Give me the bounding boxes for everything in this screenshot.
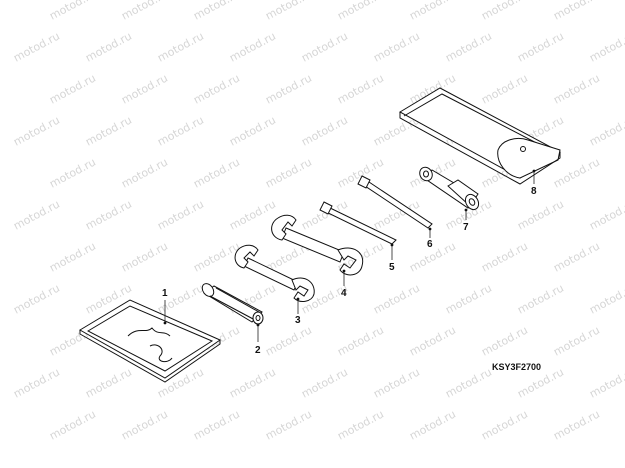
watermark-text: motod.ru xyxy=(515,197,566,232)
watermark-text: motod.ru xyxy=(119,239,170,274)
watermark-text: motod.ru xyxy=(443,365,494,400)
watermark-text: motod.ru xyxy=(47,71,98,106)
watermark-text: motod.ru xyxy=(11,29,62,64)
watermark-text: motod.ru xyxy=(335,323,386,358)
part-5-screwdriver[interactable] xyxy=(319,201,397,260)
watermark-text: motod.ru xyxy=(551,71,602,106)
watermark-text: motod.ru xyxy=(191,71,242,106)
part-2-handle[interactable] xyxy=(200,281,264,342)
watermark-text: motod.ru xyxy=(83,365,134,400)
watermark-text: motod.ru xyxy=(479,239,530,274)
watermark-text: motod.ru xyxy=(371,365,422,400)
watermark-text: motod.ru xyxy=(263,323,314,358)
watermark-text: motod.ru xyxy=(119,71,170,106)
watermark-text: motod.ru xyxy=(47,407,98,442)
watermark-text: motod.ru xyxy=(371,29,422,64)
watermark-text: motod.ru xyxy=(551,155,602,190)
watermark-text: motod.ru xyxy=(407,323,458,358)
watermark-text: motod.ru xyxy=(551,407,602,442)
watermark-text: motod.ru xyxy=(11,365,62,400)
watermark-text: motod.ru xyxy=(515,281,566,316)
diagram-code: KSY3F2700 xyxy=(492,362,541,372)
watermark-text: motod.ru xyxy=(299,365,350,400)
watermark-text: motod.ru xyxy=(299,113,350,148)
watermark-text: motod.ru xyxy=(443,29,494,64)
watermark-text: motod.ru xyxy=(119,0,170,23)
watermark-text: motod.ru xyxy=(407,239,458,274)
part-number-6: 6 xyxy=(427,239,433,250)
part-7-plug-socket[interactable] xyxy=(417,165,481,220)
watermark-text: motod.ru xyxy=(479,71,530,106)
watermark-text: motod.ru xyxy=(83,113,134,148)
part-number-3: 3 xyxy=(295,315,301,326)
watermark-text: motod.ru xyxy=(47,239,98,274)
part-4-wrench-large[interactable] xyxy=(271,214,364,286)
watermark-text: motod.ru xyxy=(371,281,422,316)
watermark-text: motod.ru xyxy=(551,0,602,23)
watermark-text: motod.ru xyxy=(335,407,386,442)
watermark-text: motod.ru xyxy=(11,197,62,232)
watermark-text: motod.ru xyxy=(263,407,314,442)
watermark-text: motod.ru xyxy=(479,407,530,442)
watermark-text: motod.ru xyxy=(83,29,134,64)
watermark-text: motod.ru xyxy=(11,281,62,316)
part-6-driver-bar[interactable] xyxy=(357,175,433,238)
watermark-text: motod.ru xyxy=(11,113,62,148)
watermark-text: motod.ru xyxy=(407,0,458,23)
watermark-text: motod.ru xyxy=(191,239,242,274)
watermark-text: motod.ru xyxy=(191,0,242,23)
watermark-text: motod.ru xyxy=(47,0,98,23)
part-1-tool-bag[interactable] xyxy=(79,299,222,383)
watermark-text: motod.ru xyxy=(47,155,98,190)
part-3-wrench-small[interactable] xyxy=(234,244,315,314)
part-number-1: 1 xyxy=(162,288,168,299)
watermark-text: motod.ru xyxy=(407,407,458,442)
part-8-tool-pouch[interactable] xyxy=(398,87,561,185)
watermark-text: motod.ru xyxy=(587,197,625,232)
watermark-text: motod.ru xyxy=(83,197,134,232)
watermark-text: motod.ru xyxy=(479,0,530,23)
watermark-text: motod.ru xyxy=(299,29,350,64)
part-number-4: 4 xyxy=(341,288,347,299)
watermark-text: motod.ru xyxy=(263,71,314,106)
part-number-7: 7 xyxy=(463,222,469,233)
watermark-text: motod.ru xyxy=(119,407,170,442)
watermark-text: motod.ru xyxy=(479,323,530,358)
watermark-text: motod.ru xyxy=(263,0,314,23)
watermark-text: motod.ru xyxy=(587,281,625,316)
watermark-text: motod.ru xyxy=(587,29,625,64)
watermark-layer: motod.ru motod.ru motod.ru motod.ru motod.ru… xyxy=(11,0,625,443)
watermark-text: motod.ru xyxy=(335,0,386,23)
watermark-text: motod.ru xyxy=(515,29,566,64)
watermark-text: motod.ru xyxy=(191,155,242,190)
watermark-text: motod.ru xyxy=(587,365,625,400)
watermark-text: motod.ru xyxy=(155,281,206,316)
part-number-8: 8 xyxy=(531,186,537,197)
part-number-2: 2 xyxy=(255,345,261,356)
watermark-text: motod.ru xyxy=(227,365,278,400)
watermark-text: motod.ru xyxy=(155,113,206,148)
watermark-text: motod.ru xyxy=(155,197,206,232)
watermark-text: motod.ru xyxy=(155,29,206,64)
watermark-text: motod.ru xyxy=(551,239,602,274)
watermark-text: motod.ru xyxy=(191,407,242,442)
watermark-text: motod.ru xyxy=(263,155,314,190)
watermark-text: motod.ru xyxy=(587,113,625,148)
watermark-text: motod.ru xyxy=(227,113,278,148)
watermark-text: motod.ru xyxy=(551,323,602,358)
watermark-text: motod.ru xyxy=(227,29,278,64)
watermark-text: motod.ru xyxy=(443,281,494,316)
watermark-text: motod.ru xyxy=(119,155,170,190)
watermark-text: motod.ru xyxy=(335,71,386,106)
part-number-5: 5 xyxy=(389,262,395,273)
watermark-text: motod.ru xyxy=(227,197,278,232)
